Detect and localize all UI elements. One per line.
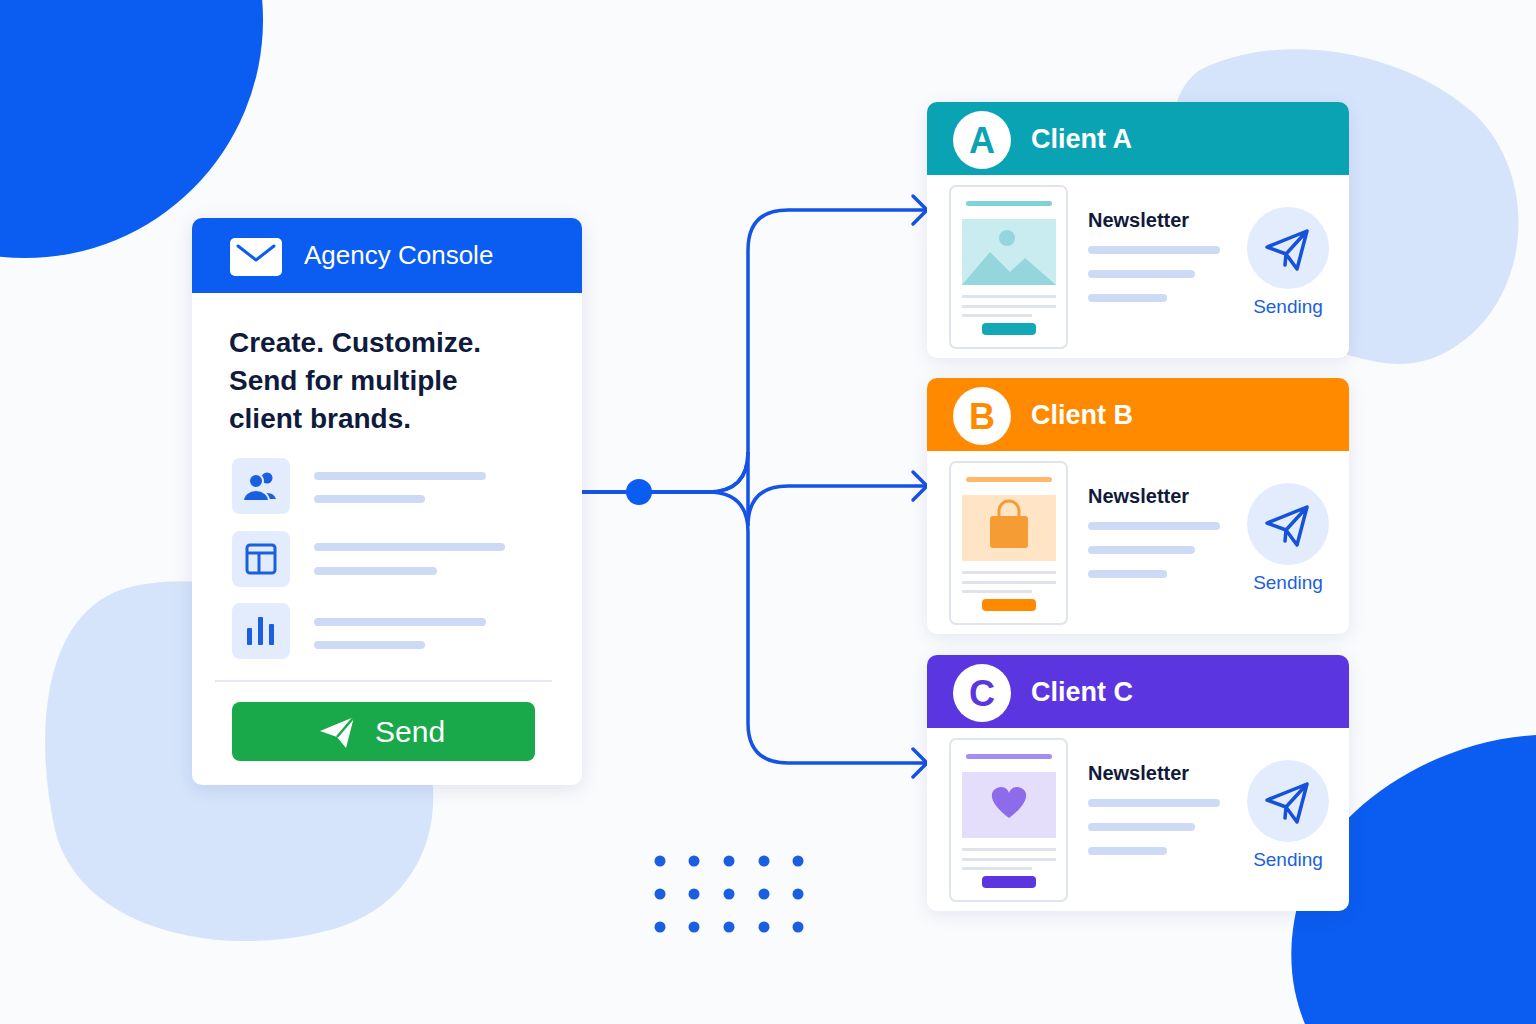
plane-icon	[320, 717, 354, 748]
connector-line	[582, 452, 927, 526]
client-name: Client A	[1031, 102, 1132, 175]
flow-connector	[582, 452, 927, 526]
arrow-head	[913, 196, 927, 224]
text-bars	[1088, 522, 1220, 578]
send-status-icon	[1247, 207, 1329, 289]
text-bars	[1088, 799, 1220, 855]
text-bars	[1088, 246, 1220, 302]
console-panel: Agency ConsoleCreate. Customize. Send fo…	[192, 218, 582, 785]
arrow-head	[913, 749, 927, 777]
newsletter-label: Newsletter	[1088, 761, 1189, 785]
send-status-icon	[1247, 760, 1329, 842]
layout-icon	[247, 545, 275, 573]
junction-dot	[626, 479, 652, 505]
client-badge: C	[953, 664, 1011, 722]
button-label: Send	[375, 702, 445, 761]
status-label: Sending	[1238, 571, 1338, 594]
feature-rows	[215, 458, 552, 682]
client-name: Client C	[1031, 655, 1133, 728]
divider	[215, 680, 552, 682]
envelope-icon	[230, 238, 282, 276]
panel-title: Agency Console	[304, 218, 493, 293]
client-name: Client B	[1031, 378, 1133, 451]
arrow-head	[913, 472, 927, 500]
badge-letter: B	[953, 387, 1011, 445]
newsletter-thumbnail	[950, 186, 1067, 348]
badge-letter: C	[953, 664, 1011, 722]
chart-icon	[247, 617, 274, 645]
panel-tagline: Create. Customize. Send for multiple cli…	[229, 324, 529, 438]
connector-line	[582, 210, 927, 492]
newsletter-thumbnail	[950, 462, 1067, 624]
people-icon	[243, 473, 276, 502]
newsletter-label: Newsletter	[1088, 484, 1189, 508]
flow-connector	[582, 196, 927, 492]
client-card: Client B NewsletterSending B	[927, 378, 1349, 634]
send-button: Send	[232, 702, 535, 761]
dot-grid	[655, 856, 804, 933]
connector-line	[582, 492, 927, 763]
status-label: Sending	[1238, 295, 1338, 318]
newsletter-thumbnail	[950, 739, 1067, 901]
badge-letter: A	[953, 111, 1011, 169]
flow-connector	[582, 492, 927, 777]
client-card: Client A NewsletterSending A	[927, 102, 1349, 358]
client-card: Client C NewsletterSending C	[927, 655, 1349, 911]
send-status-icon	[1247, 483, 1329, 565]
client-badge: A	[953, 111, 1011, 169]
status-label: Sending	[1238, 848, 1338, 871]
newsletter-label: Newsletter	[1088, 208, 1189, 232]
client-badge: B	[953, 387, 1011, 445]
